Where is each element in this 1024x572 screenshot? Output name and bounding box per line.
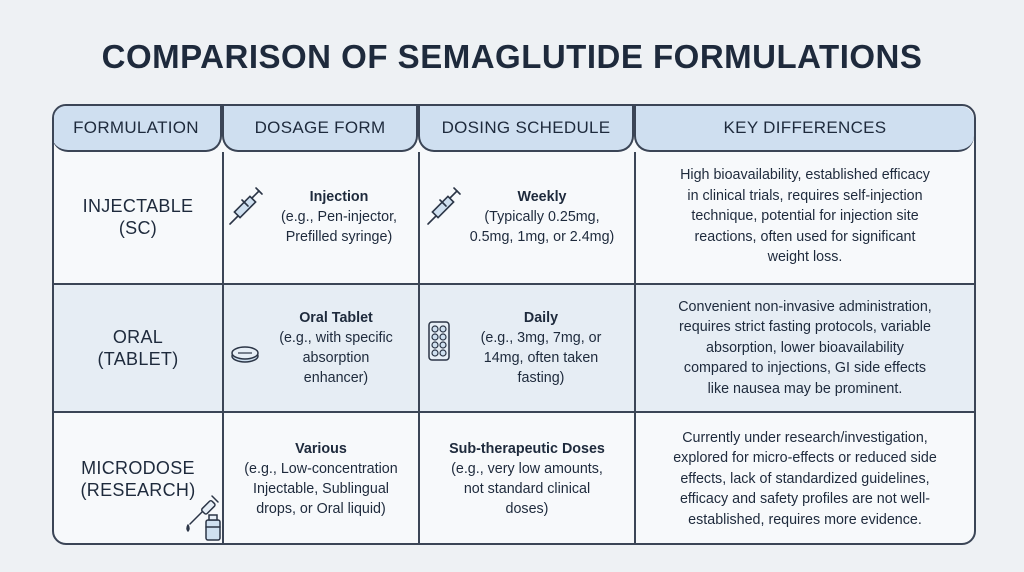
dosing-schedule-cell: Weekly (Typically 0.25mg, 0.5mg, 1mg, or… xyxy=(420,152,634,281)
blister-pack-icon xyxy=(428,321,450,361)
header-formulation: FORMULATION xyxy=(54,106,222,152)
key-difference-line: Currently under research/investigation, xyxy=(682,429,928,446)
schedule-line: (Typically 0.25mg, xyxy=(484,208,600,225)
dosage-form-cell: Oral Tablet (e.g., with specific absorpt… xyxy=(224,285,418,411)
key-difference-line: like nausea may be prominent. xyxy=(707,380,903,397)
schedule-title: Daily xyxy=(523,310,559,326)
table-row: ORAL (TABLET) Oral Tablet (e.g., with sp… xyxy=(54,283,974,411)
dosage-line: (e.g., Low-concentration xyxy=(244,461,398,477)
key-difference-line: effects, lack of standardized guidelines… xyxy=(680,470,930,487)
schedule-line: 0.5mg, 1mg, or 2.4mg) xyxy=(469,228,615,245)
schedule-line: (e.g., 3mg, 7mg, or xyxy=(480,330,602,346)
schedule-line: fasting) xyxy=(517,370,565,386)
key-difference-line: established, requires more evidence. xyxy=(688,511,922,528)
key-difference-line: efficacy and safety profiles are not wel… xyxy=(679,491,931,508)
formulation-subname: (TABLET) xyxy=(97,349,179,369)
formulation-name: MICRODOSE xyxy=(81,458,195,478)
formulation-cell: INJECTABLE (SC) xyxy=(54,152,222,281)
schedule-title: Weekly xyxy=(517,188,567,205)
formulation-cell: MICRODOSE (RESEARCH) xyxy=(54,413,222,543)
syringe-icon xyxy=(229,187,263,225)
dropper-bottle-icon xyxy=(186,495,221,541)
formulation-name: ORAL xyxy=(112,327,164,347)
formulation-cell: ORAL (TABLET) xyxy=(54,285,222,411)
header-dosing-schedule: DOSING SCHEDULE xyxy=(418,106,634,152)
header-dosage-form: DOSAGE FORM xyxy=(222,106,418,152)
comparison-table: INJECTABLE (SC) Injection (e.g., Pen-inj… xyxy=(52,104,976,545)
dosage-line: (e.g., with specific xyxy=(279,330,393,346)
dosing-schedule-cell: Sub-therapeutic Doses (e.g., very low am… xyxy=(420,413,634,543)
dosage-line: Injectable, Sublingual xyxy=(253,481,389,497)
syringe-icon xyxy=(427,187,461,225)
key-difference-line: explored for micro-effects or reduced si… xyxy=(673,450,937,467)
dosage-line: drops, or Oral liquid) xyxy=(256,501,386,517)
key-difference-line: technique, potential for injection site xyxy=(691,208,919,225)
key-difference-line: requires strict fasting protocols, varia… xyxy=(679,319,931,336)
table-row: MICRODOSE (RESEARCH) Various (e.g., Low-… xyxy=(54,411,974,543)
schedule-line: 14mg, often taken xyxy=(483,350,599,366)
formulation-name: INJECTABLE xyxy=(82,195,194,216)
dosage-title: Various xyxy=(295,441,347,457)
key-differences-cell: Currently under research/investigation, … xyxy=(636,413,974,543)
dosage-line: Prefilled syringe) xyxy=(285,228,393,245)
key-differences-cell: Convenient non-invasive administration, … xyxy=(636,285,974,411)
column-divider xyxy=(418,152,420,543)
formulation-subname: (SC) xyxy=(118,217,158,238)
key-difference-line: High bioavailability, established effica… xyxy=(680,167,930,184)
tablet-icon xyxy=(231,346,259,363)
column-divider xyxy=(222,152,224,543)
key-differences-cell: High bioavailability, established effica… xyxy=(636,152,974,281)
schedule-line: doses) xyxy=(505,501,549,517)
schedule-line: (e.g., very low amounts, xyxy=(451,461,603,477)
column-divider xyxy=(634,152,636,543)
table-row: INJECTABLE (SC) Injection (e.g., Pen-inj… xyxy=(54,152,974,281)
key-difference-line: in clinical trials, requires self-inject… xyxy=(687,187,923,204)
dosage-line: enhancer) xyxy=(303,370,369,386)
formulation-subname: (RESEARCH) xyxy=(80,480,196,500)
dosing-schedule-cell: Daily (e.g., 3mg, 7mg, or 14mg, often ta… xyxy=(420,285,634,411)
key-difference-line: weight loss. xyxy=(767,249,843,266)
key-difference-line: absorption, lower bioavailability xyxy=(706,339,904,356)
dosage-line: absorption xyxy=(302,350,370,366)
key-difference-line: Convenient non-invasive administration, xyxy=(678,298,932,315)
header-key-differences: KEY DIFFERENCES xyxy=(634,106,974,152)
page-title: COMPARISON OF SEMAGLUTIDE FORMULATIONS xyxy=(101,38,923,75)
dosage-form-cell: Injection (e.g., Pen-injector, Prefilled… xyxy=(224,152,418,281)
key-difference-line: compared to injections, GI side effects xyxy=(683,360,927,377)
dosage-line: (e.g., Pen-injector, xyxy=(280,208,398,225)
dosage-form-cell: Various (e.g., Low-concentration Injecta… xyxy=(224,413,418,543)
key-difference-line: reactions, often used for significant xyxy=(694,228,916,245)
schedule-title: Sub-therapeutic Doses xyxy=(449,441,605,457)
dosage-title: Injection xyxy=(309,188,369,205)
schedule-line: not standard clinical xyxy=(463,481,591,497)
dosage-title: Oral Tablet xyxy=(299,310,373,326)
